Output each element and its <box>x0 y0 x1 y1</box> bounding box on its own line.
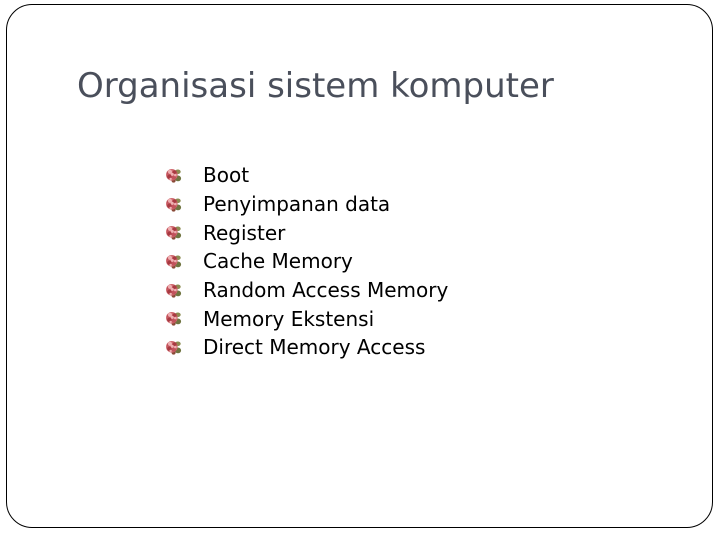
bullet-item-label: Memory Ekstensi <box>203 306 375 331</box>
rose-flower-bullet-icon <box>165 167 182 184</box>
bullet-item-label: Direct Memory Access <box>203 335 426 360</box>
bullet-list-item: Cache Memory <box>165 247 448 276</box>
rose-flower-bullet-icon <box>165 282 182 299</box>
bullet-item-label: Cache Memory <box>203 249 353 274</box>
bullet-item-label: Register <box>203 220 286 245</box>
bullet-list-item: Boot <box>165 161 448 190</box>
bullet-list-item: Random Access Memory <box>165 276 448 305</box>
bullet-list-item: Penyimpanan data <box>165 190 448 219</box>
rose-flower-bullet-icon <box>165 224 182 241</box>
bullet-list-item: Register <box>165 218 448 247</box>
rose-flower-bullet-icon <box>165 310 182 327</box>
bullet-list-item: Direct Memory Access <box>165 333 448 362</box>
bullet-item-label: Boot <box>203 163 250 188</box>
bullet-item-label: Random Access Memory <box>203 278 449 303</box>
bullet-list-item: Memory Ekstensi <box>165 304 448 333</box>
slide-border-frame <box>6 4 713 528</box>
rose-flower-bullet-icon <box>165 339 182 356</box>
rose-flower-bullet-icon <box>165 253 182 270</box>
rose-flower-bullet-icon <box>165 196 182 213</box>
bullet-list: Boot Penyimpanan data <box>165 161 448 362</box>
bullet-item-label: Penyimpanan data <box>203 192 391 217</box>
slide-title: Organisasi sistem komputer <box>77 66 554 106</box>
